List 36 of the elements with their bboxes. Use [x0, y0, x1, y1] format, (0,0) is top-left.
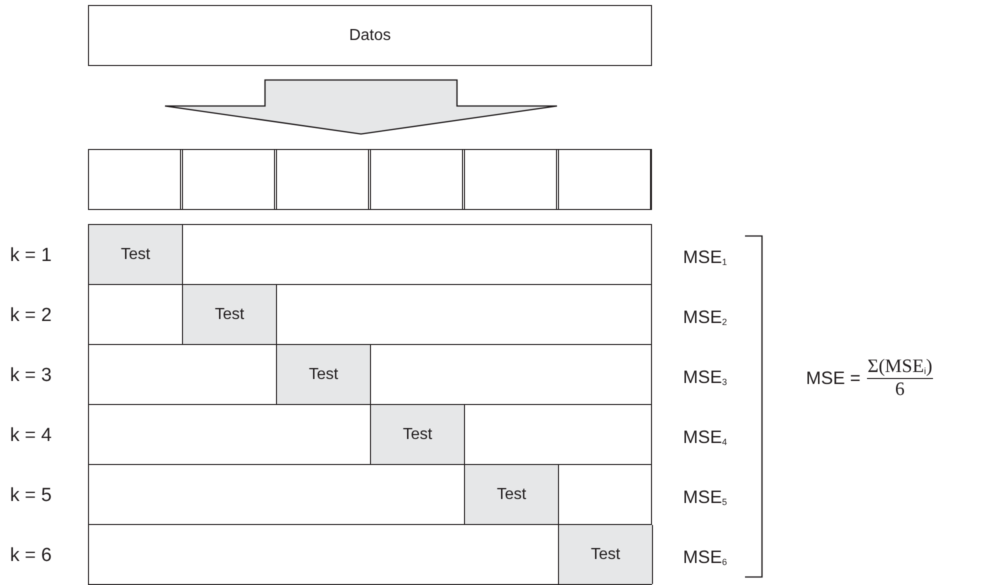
fold-index-label: k = 3	[10, 364, 52, 388]
data-box	[88, 5, 652, 66]
fold-row	[88, 224, 652, 285]
fold-error-label: MSE$_{1}$	[683, 246, 728, 269]
fold-error-label: MSE$_{5}$	[683, 486, 728, 509]
fold-error-label: MSE$_{2}$	[683, 306, 728, 329]
formula-label: MSE =	[806, 367, 861, 390]
formula-denominator: 6	[895, 379, 905, 401]
fold-row	[88, 524, 652, 585]
fold-row	[88, 464, 652, 525]
test-fold-cell: Test	[558, 525, 653, 584]
test-fold-cell: Test	[276, 345, 371, 404]
fold-cell	[558, 149, 651, 210]
fold-cell	[276, 149, 369, 210]
fold-cell	[464, 149, 557, 210]
fold-error-label: MSE$_{4}$	[683, 426, 728, 449]
fold-cell	[370, 149, 463, 210]
fold-row	[88, 284, 652, 345]
fold-row	[88, 344, 652, 405]
test-fold-cell: Test	[88, 225, 183, 284]
fold-index-label: k = 6	[10, 544, 52, 568]
box-label: Datos	[349, 26, 391, 46]
fold-strip	[88, 149, 652, 210]
test-fold-cell: Test	[370, 405, 465, 464]
fold-index-label: k = 5	[10, 484, 52, 508]
fold-error-label: MSE$_{3}$	[683, 366, 728, 389]
test-fold-cell: Test	[182, 285, 277, 344]
formula-numerator: Σ(MSE$_{i}$)	[866, 356, 934, 379]
fold-index-label: k = 1	[10, 244, 52, 268]
block-arrow	[164, 79, 558, 135]
fold-cell	[182, 149, 275, 210]
fold-index-label: k = 4	[10, 424, 52, 448]
fold-row	[88, 404, 652, 465]
test-fold-cell: Test	[464, 465, 559, 524]
fold-error-label: MSE$_{6}$	[683, 546, 728, 569]
fold-index-label: k = 2	[10, 304, 52, 328]
